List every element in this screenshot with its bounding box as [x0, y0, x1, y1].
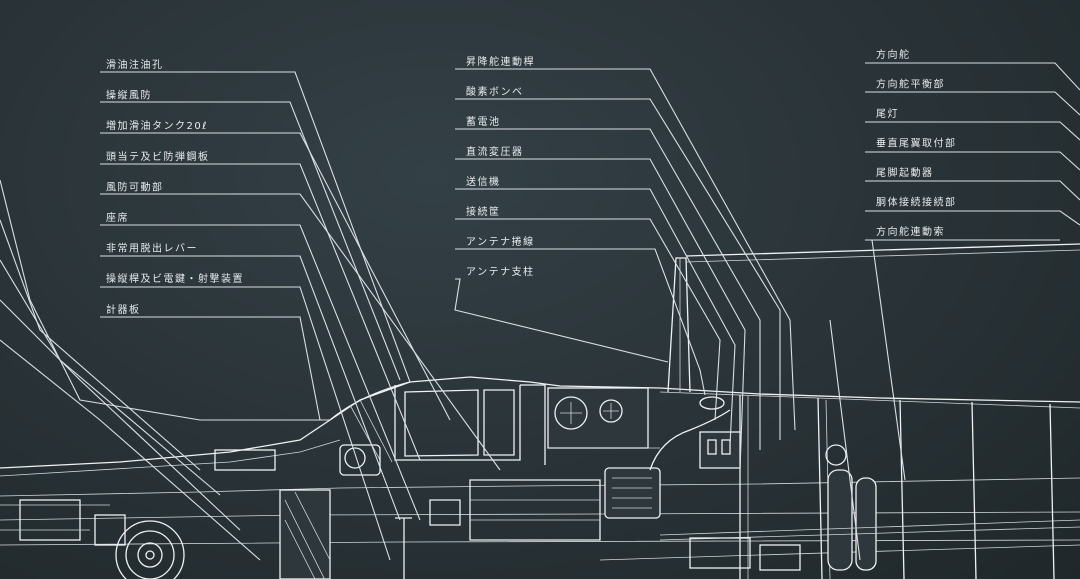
label-middle-2: 蓄電池 [466, 115, 501, 128]
label-right-4: 尾脚起動器 [876, 166, 934, 179]
label-left-6: 非常用脱出レバー [106, 242, 198, 255]
label-middle-7: アンテナ支柱 [466, 265, 535, 278]
leader-lines-right [829, 62, 1080, 561]
label-left-2: 増加滑油タンク20ℓ [106, 119, 208, 132]
label-right-2: 尾灯 [876, 108, 899, 120]
label-middle-6: アンテナ捲線 [466, 235, 535, 248]
label-right-6: 方向舵連動索 [876, 225, 945, 238]
label-middle-3: 直流変圧器 [466, 145, 524, 158]
label-right-1: 方向舵平衡部 [876, 78, 945, 91]
label-left-7: 操縦桿及ビ電鍵・射撃装置 [106, 272, 244, 285]
label-right-3: 垂直尾翼取付部 [876, 137, 957, 150]
label-left-5: 座席 [106, 211, 129, 224]
equipment [0, 396, 1080, 579]
leader-lines-middle [454, 68, 796, 471]
label-middle-5: 接続筐 [466, 205, 501, 218]
label-middle-1: 酸素ボンベ [466, 85, 524, 98]
label-middle-4: 送信機 [466, 175, 501, 188]
label-left-0: 滑油注油孔 [106, 58, 164, 71]
label-left-4: 風防可動部 [106, 180, 164, 193]
antenna-mast [667, 243, 1080, 393]
leader-lines-left [0, 71, 501, 561]
fuselage-outline [0, 376, 1080, 561]
label-right-5: 胴体接続接続部 [876, 196, 957, 209]
label-right-0: 方向舵 [876, 48, 911, 61]
label-middle-0: 昇降舵連動桿 [466, 55, 535, 68]
label-left-3: 頭当テ及ビ防弾鋼板 [106, 150, 210, 163]
instrument-box [547, 387, 660, 449]
canopy [329, 381, 546, 465]
label-left-8: 計器板 [106, 303, 141, 316]
label-left-1: 操縦風防 [106, 89, 152, 102]
frames [739, 395, 1055, 579]
